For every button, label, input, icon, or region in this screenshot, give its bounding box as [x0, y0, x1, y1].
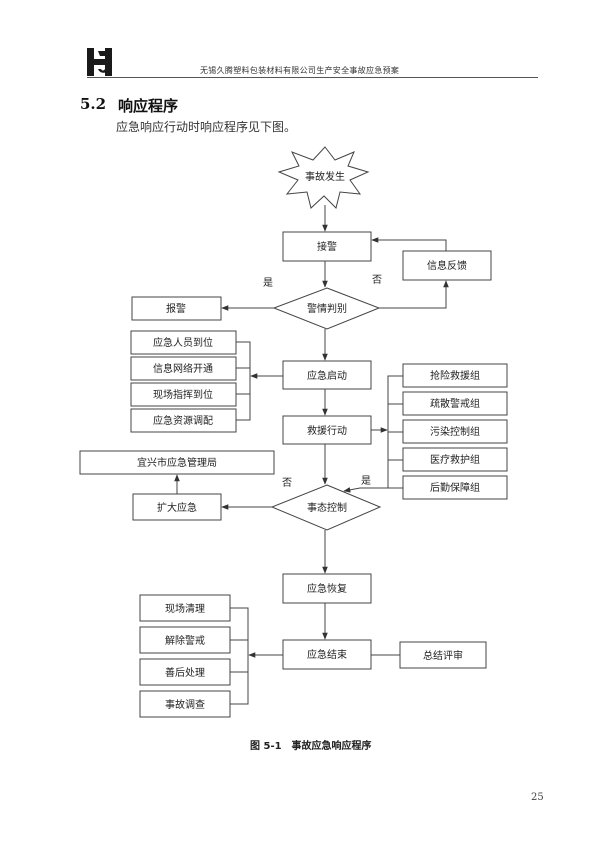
- authority-box-shape: [79, 450, 275, 475]
- end-step-box-4: [139, 690, 231, 718]
- end-steps-bracket: [230, 607, 249, 705]
- end-step-box-2: [139, 626, 231, 654]
- start-label: 事故发生: [305, 170, 345, 183]
- control-diamond-shape: [270, 484, 382, 531]
- summary-box-shape: [399, 641, 487, 669]
- end-label: 应急结束: [307, 648, 347, 661]
- control-yes-label: 是: [361, 475, 371, 487]
- end-box-shape: [282, 639, 372, 670]
- left-step-label-1: 应急人员到位: [153, 336, 213, 349]
- page-number: 25: [531, 792, 544, 803]
- end-step-label-4: 事故调查: [165, 698, 205, 711]
- header-company-text: 无锡久腾塑料包装材料有限公司生产安全事故应急预案: [200, 66, 400, 75]
- judge-diamond-shape: [272, 287, 381, 330]
- feedback-box-shape: [402, 250, 492, 281]
- right-groups-to-control-arrow: [343, 487, 388, 493]
- end-step-label-2: 解除警戒: [165, 634, 205, 647]
- rescue-box-shape: [282, 415, 372, 445]
- right-group-label-4: 医疗救护组: [430, 453, 480, 466]
- end-step-box-1: [139, 594, 231, 622]
- left-step-label-2: 信息网络开通: [153, 362, 213, 375]
- section-title: 响应程序: [118, 97, 179, 115]
- judge-label: 警情判别: [307, 302, 347, 315]
- right-group-label-3: 污染控制组: [430, 425, 480, 438]
- right-group-label-5: 后勤保障组: [430, 481, 480, 494]
- left-step-label-4: 应急资源调配: [153, 414, 213, 427]
- figure-caption: 图 5-1 事故应急响应程序: [250, 741, 372, 752]
- end-step-box-3: [139, 658, 231, 686]
- control-no-label: 否: [282, 477, 292, 489]
- activate-label: 应急启动: [307, 369, 347, 382]
- left-step-label-3: 现场指挥到位: [153, 388, 213, 401]
- end-step-label-1: 现场清理: [165, 602, 205, 615]
- feedback-label: 信息反馈: [427, 259, 467, 272]
- recover-box-shape: [282, 573, 372, 604]
- header-divider: [87, 77, 538, 78]
- judge-to-feedback-arrow: [379, 280, 449, 309]
- right-group-label-2: 疏散警戒组: [430, 397, 480, 410]
- control-label: 事态控制: [307, 501, 347, 514]
- judge-no-label: 否: [372, 274, 382, 286]
- feedback-to-receive-arrow: [371, 237, 447, 251]
- rescue-label: 救援行动: [307, 424, 347, 437]
- end-step-label-3: 善后处理: [165, 666, 205, 679]
- company-logo: [87, 48, 117, 76]
- expand-label: 扩大应急: [157, 501, 197, 514]
- left-steps-bracket: [236, 341, 251, 421]
- summary-label: 总结评审: [423, 649, 463, 662]
- start-burst-shape: [277, 146, 370, 209]
- receive-box-shape: [282, 231, 372, 262]
- report-label: 报警: [166, 302, 186, 315]
- activate-box-shape: [282, 360, 372, 390]
- right-group-label-1: 抢险救援组: [430, 369, 480, 382]
- recover-label: 应急恢复: [307, 582, 347, 595]
- section-intro: 应急响应行动时响应程序见下图。: [116, 120, 297, 134]
- receive-label: 接警: [317, 240, 337, 253]
- section-number: 5.2: [80, 95, 107, 113]
- judge-yes-label: 是: [263, 277, 273, 289]
- authority-label: 宜兴市应急管理局: [137, 456, 217, 469]
- report-box-shape: [131, 296, 222, 321]
